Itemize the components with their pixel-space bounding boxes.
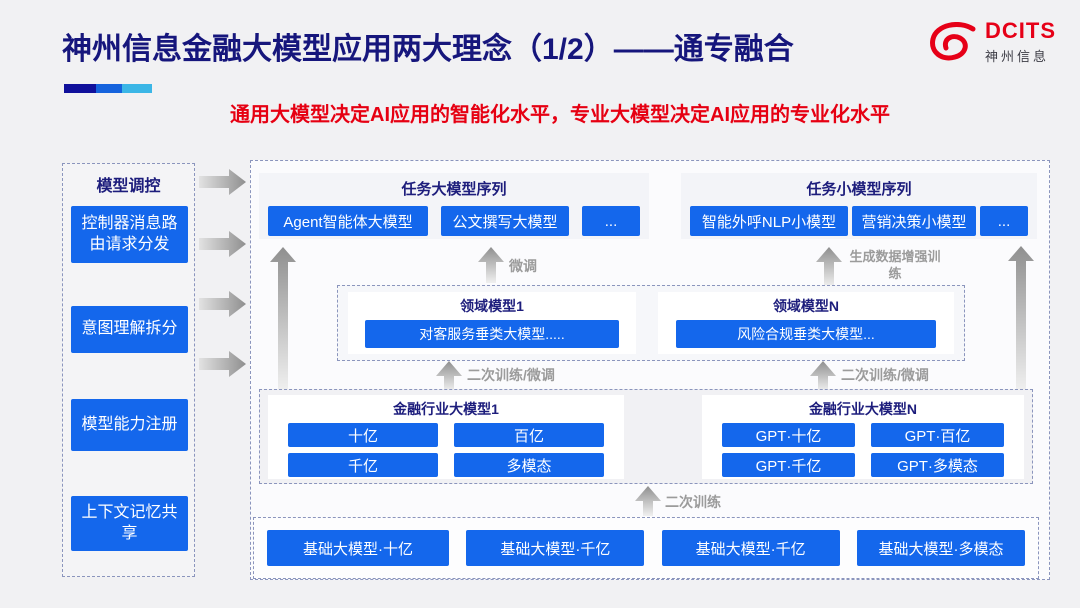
arrow-up-retrain-left	[436, 361, 462, 391]
task-large-model-panel: 任务大模型序列 Agent智能体大模型 公文撰写大模型 ...	[259, 173, 649, 239]
domain-model-n-title: 领域模型N	[772, 298, 840, 314]
sidebar-item-intent: 意图理解拆分	[71, 306, 188, 353]
model-control-panel: 模型调控 控制器消息路由请求分发 意图理解拆分 模型能力注册 上下文记忆共享	[62, 163, 195, 577]
chip-gpt-1b: GPT·十亿	[722, 423, 855, 447]
architecture-box: 任务大模型序列 Agent智能体大模型 公文撰写大模型 ... 任务小模型序列 …	[250, 160, 1050, 580]
flow-arrow-right-3	[199, 291, 246, 317]
task-large-title: 任务大模型序列	[401, 181, 507, 198]
chip-gpt-multimodal: GPT·多模态	[871, 453, 1004, 477]
arrow-up-right-long	[1008, 246, 1034, 391]
sidebar-item-registry: 模型能力注册	[71, 399, 188, 451]
task-large-row: Agent智能体大模型 公文撰写大模型 ...	[259, 206, 649, 236]
finetune-label: 微调	[509, 258, 537, 274]
chip-gpt-100b: GPT·千亿	[722, 453, 855, 477]
chip-customer-service-model: 对客服务垂类大模型.....	[365, 320, 619, 348]
chip-foundation-100b-1: 基础大模型·千亿	[466, 530, 645, 566]
secondary-training-label: 二次训练	[665, 494, 721, 510]
bar-segment-cyan	[122, 84, 152, 93]
industry-model-1-card: 金融行业大模型1 十亿 百亿 千亿 多模态	[268, 395, 624, 479]
title-underline-bar	[64, 84, 152, 93]
domain-model-1-title: 领域模型1	[460, 298, 524, 314]
chip-gpt-10b: GPT·百亿	[871, 423, 1004, 447]
dcits-swirl-icon	[930, 21, 976, 60]
flow-arrow-right-4	[199, 351, 246, 377]
industry-model-n-grid: GPT·十亿 GPT·百亿 GPT·千亿 GPT·多模态	[702, 419, 1024, 477]
task-small-model-panel: 任务小模型序列 智能外呼NLP小模型 营销决策小模型 ...	[681, 173, 1037, 239]
industry-model-n-title: 金融行业大模型N	[808, 401, 918, 417]
industry-model-n-card: 金融行业大模型N GPT·十亿 GPT·百亿 GPT·千亿 GPT·多模态	[702, 395, 1024, 479]
bar-segment-blue	[96, 84, 122, 93]
bar-segment-navy	[64, 84, 96, 93]
foundation-model-box: 基础大模型·十亿 基础大模型·千亿 基础大模型·千亿 基础大模型·多模态	[253, 517, 1039, 579]
chip-small-ellipsis: ...	[980, 206, 1028, 236]
flow-arrow-right-2	[199, 231, 246, 257]
retrain-finetune-right-label: 二次训练/微调	[841, 367, 929, 383]
industry-model-box: 金融行业大模型1 十亿 百亿 千亿 多模态 金融行业大模型N GPT·十亿 GP…	[259, 389, 1033, 484]
chip-foundation-multimodal: 基础大模型·多模态	[856, 530, 1025, 566]
arrow-up-left-long	[270, 247, 296, 391]
industry-model-1-title: 金融行业大模型1	[393, 401, 499, 417]
chip-foundation-1b: 基础大模型·十亿	[267, 530, 449, 566]
chip-marketing-model: 营销决策小模型	[852, 206, 976, 236]
chip-risk-compliance-model: 风险合规垂类大模型...	[675, 320, 937, 348]
task-small-title: 任务小模型序列	[806, 181, 912, 198]
retrain-finetune-left-label: 二次训练/微调	[467, 367, 555, 383]
chip-100b: 千亿	[288, 453, 438, 477]
logo-text: DCITS 神州信息	[985, 20, 1056, 65]
logo-company: 神州信息	[985, 49, 1050, 64]
augment-label: 生成数据增强训练	[849, 249, 941, 281]
arrow-up-retrain-right	[810, 361, 836, 391]
chip-nlp-model: 智能外呼NLP小模型	[690, 206, 848, 236]
arrow-up-finetune	[478, 247, 504, 283]
chip-large-ellipsis: ...	[582, 206, 640, 236]
arrow-up-secondary-training	[635, 486, 661, 516]
dcits-logo: DCITS 神州信息	[927, 20, 1056, 65]
flow-arrow-right-1	[199, 169, 246, 195]
chip-10b: 百亿	[454, 423, 604, 447]
subtitle: 通用大模型决定AI应用的智能化水平，专业大模型决定AI应用的专业化水平	[230, 104, 890, 126]
chip-doc-model: 公文撰写大模型	[441, 206, 569, 236]
domain-model-n-card: 领域模型N 风险合规垂类大模型...	[658, 292, 954, 354]
domain-model-1-card: 领域模型1 对客服务垂类大模型.....	[348, 292, 636, 354]
page-title: 神州信息金融大模型应用两大理念（1/2）——通专融合	[62, 33, 794, 66]
task-small-row: 智能外呼NLP小模型 营销决策小模型 ...	[681, 206, 1037, 236]
model-control-title: 模型调控	[96, 178, 161, 195]
domain-model-box: 领域模型1 对客服务垂类大模型..... 领域模型N 风险合规垂类大模型...	[337, 285, 965, 361]
sidebar-item-router: 控制器消息路由请求分发	[71, 206, 188, 263]
arrow-up-augment	[816, 247, 842, 287]
logo-name: DCITS	[985, 18, 1056, 43]
chip-agent-model: Agent智能体大模型	[268, 206, 428, 236]
chip-multimodal: 多模态	[454, 453, 604, 477]
sidebar-item-context: 上下文记忆共享	[71, 496, 188, 551]
chip-1b: 十亿	[288, 423, 438, 447]
chip-foundation-100b-2: 基础大模型·千亿	[661, 530, 840, 566]
industry-model-1-grid: 十亿 百亿 千亿 多模态	[268, 419, 624, 477]
